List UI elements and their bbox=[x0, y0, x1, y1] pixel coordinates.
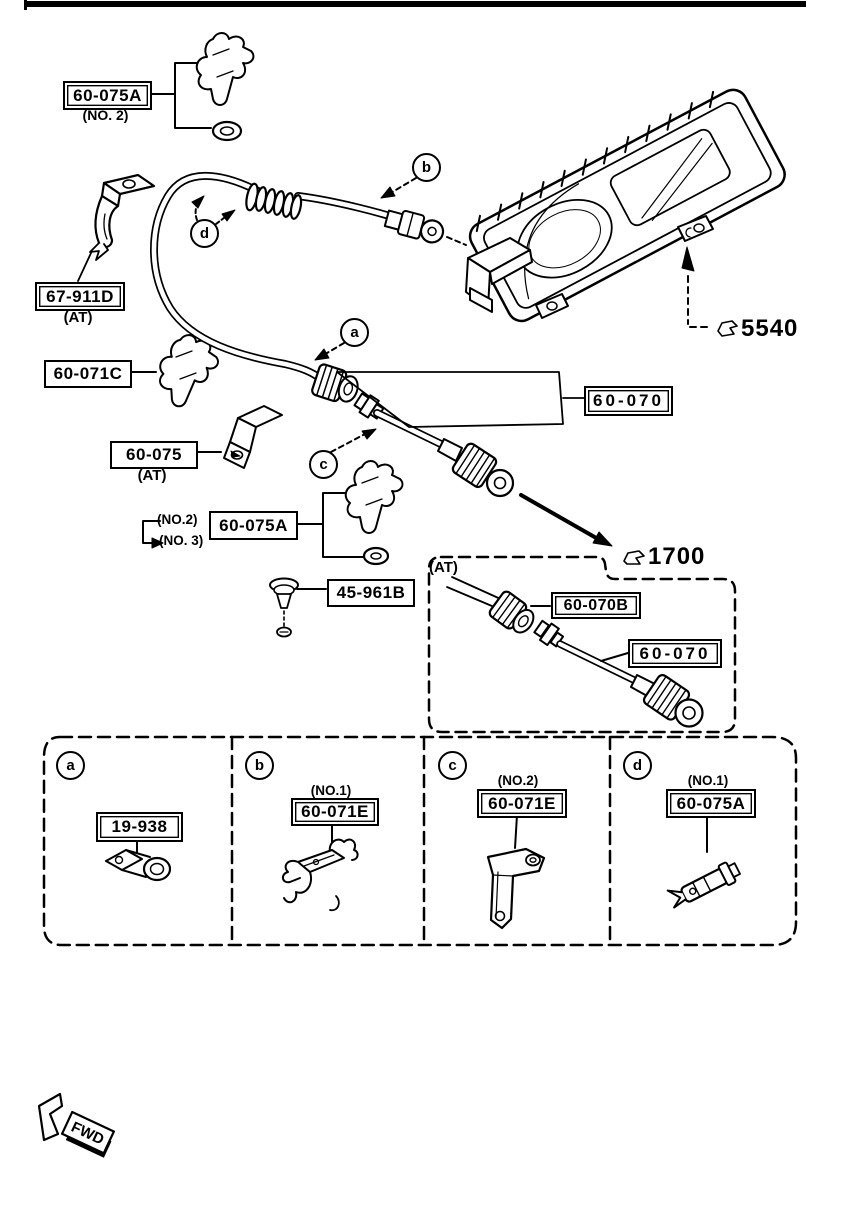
legend-grid-drawing bbox=[44, 737, 796, 945]
part-box-60071e-c: 60-071E bbox=[477, 789, 567, 818]
washer-icon bbox=[364, 548, 388, 564]
ref-5540: 5540 bbox=[741, 315, 799, 342]
legend-note-c: (NO.2) bbox=[497, 773, 539, 788]
note-mid-clip-no2: (NO.2) bbox=[157, 512, 198, 527]
cable-knurled-end bbox=[451, 442, 498, 489]
speedometer-cable-drawing bbox=[154, 176, 612, 546]
ref-1700: 1700 bbox=[648, 543, 706, 570]
grommet-icon bbox=[277, 628, 291, 637]
cable-upper-connector bbox=[384, 207, 446, 245]
fwd-arrowhead-icon bbox=[39, 1094, 62, 1140]
screw-5540-leader bbox=[682, 247, 737, 336]
legend-part-d-drawing bbox=[666, 816, 742, 912]
part-box-60070b: 60-070B bbox=[551, 592, 641, 619]
cluster-mount-tab-left bbox=[536, 294, 568, 318]
callout-region-box bbox=[337, 372, 584, 427]
callout-circle-c: c bbox=[309, 450, 338, 479]
part-box-60075a-top: 60-075A bbox=[63, 81, 152, 110]
callout-circle-b: b bbox=[412, 153, 441, 182]
cluster-left-end bbox=[466, 238, 532, 312]
note-at-bracket: (AT) bbox=[63, 309, 93, 326]
part-box-45961b: 45-961B bbox=[327, 579, 415, 607]
legend-circle-c: c bbox=[438, 751, 467, 780]
part-box-60071c: 60-071C bbox=[44, 360, 132, 388]
legend-note-d: (NO.1) bbox=[687, 773, 729, 788]
callout-leaders bbox=[192, 178, 416, 452]
part-box-60075a-d: 60-075A bbox=[666, 789, 756, 818]
part-box-67911d: 67-911D bbox=[35, 282, 125, 311]
cable-direction-arrow bbox=[521, 495, 612, 546]
part-box-60070-main: 60-070 bbox=[584, 386, 673, 416]
legend-circle-a: a bbox=[56, 751, 85, 780]
part-box-19938: 19-938 bbox=[96, 812, 183, 842]
note-grommet-bracket: (AT) bbox=[137, 467, 167, 484]
page-top-edge-bar bbox=[24, 0, 806, 10]
legend-part-a-drawing bbox=[106, 839, 170, 880]
clip-60075a-top-drawing bbox=[148, 32, 255, 140]
cluster-mount-tab-right bbox=[678, 216, 713, 241]
bracket-67911d-drawing bbox=[78, 175, 154, 281]
bracket-60075-drawing bbox=[195, 406, 282, 468]
inset-nut bbox=[488, 590, 539, 639]
legend-circle-d: d bbox=[623, 751, 652, 780]
callout-circle-d: d bbox=[190, 219, 219, 248]
part-box-60075a-mid: 60-075A bbox=[209, 511, 298, 540]
clip-60075a-mid-drawing bbox=[143, 460, 404, 564]
at-inset-drawing bbox=[429, 551, 735, 732]
note-at-inset: (AT) bbox=[429, 559, 458, 576]
note-top-clip: (NO. 2) bbox=[82, 107, 129, 123]
legend-circle-b: b bbox=[245, 751, 274, 780]
grease-icon bbox=[624, 551, 644, 564]
clip-60071c-drawing bbox=[129, 330, 223, 412]
legend-part-c-drawing bbox=[488, 815, 544, 928]
part-box-60071e-b: 60-071E bbox=[291, 798, 379, 826]
legend-note-b: (NO.1) bbox=[310, 783, 352, 798]
washer-icon bbox=[213, 122, 241, 140]
part-box-60070-inset: 60-070 bbox=[628, 639, 722, 668]
fwd-arrow: FWD bbox=[39, 1094, 116, 1158]
callout-circle-a: a bbox=[340, 318, 369, 347]
note-mid-clip-no3: (NO. 3) bbox=[159, 533, 204, 548]
instrument-cluster-drawing bbox=[462, 80, 789, 336]
cable-coil bbox=[244, 183, 303, 220]
screw-icon bbox=[718, 321, 737, 336]
legend-part-b-drawing bbox=[283, 822, 358, 910]
part-box-60075: 60-075 bbox=[110, 441, 198, 469]
plug-45961b-drawing bbox=[270, 579, 326, 637]
